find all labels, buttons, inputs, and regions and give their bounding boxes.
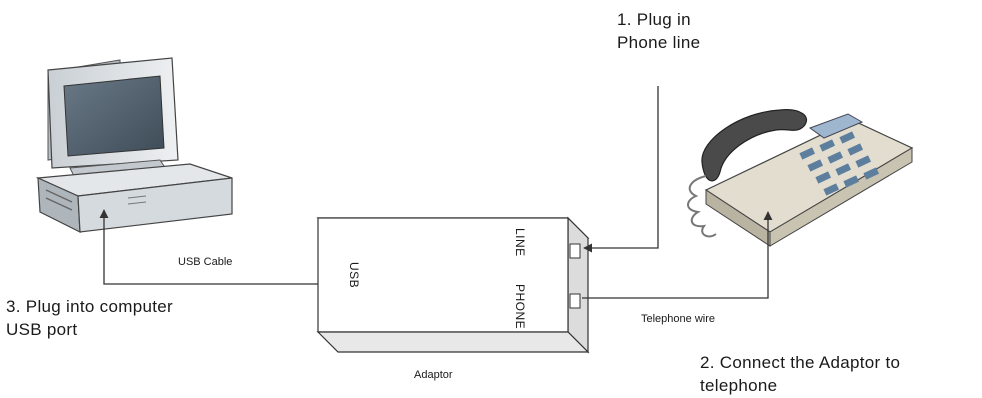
step-1-line-1: 1. Plug in (617, 10, 691, 29)
step-2-line-2: telephone (700, 375, 778, 395)
step-1-label: 1. Plug in Phone line (617, 9, 700, 55)
adaptor-label: Adaptor (414, 369, 453, 381)
usb-port-label: USB (347, 262, 361, 289)
desktop-computer-icon (35, 57, 233, 233)
phone-line-wire (583, 86, 659, 253)
step-2-label: 2. Connect the Adaptor to telephone (700, 352, 900, 398)
adaptor-box (316, 216, 590, 354)
step-3-line-2: USB port (6, 319, 78, 339)
step-1-line-2: Phone line (617, 32, 701, 52)
telephone-wire-line (582, 211, 773, 299)
step-3-label: 3. Plug into computer USB port (6, 296, 173, 342)
step-2-line-1: 2. Connect the Adaptor to (700, 353, 901, 372)
line-port (569, 243, 581, 259)
step-3-line-1: 3. Plug into computer (6, 297, 173, 316)
usb-cable-line (99, 209, 318, 285)
desk-telephone-icon (687, 109, 914, 247)
telephone-wire-label: Telephone wire (641, 313, 715, 325)
phone-port (569, 293, 581, 309)
line-port-label: LINE (513, 228, 527, 257)
usb-cable-label: USB Cable (178, 256, 233, 268)
phone-port-label: PHONE (513, 284, 527, 330)
